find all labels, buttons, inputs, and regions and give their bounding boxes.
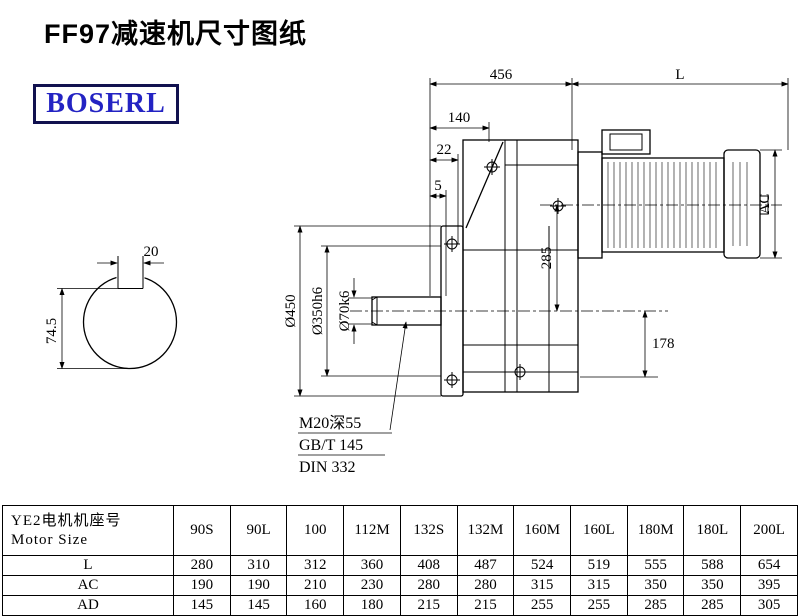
- dim-285-label: 285: [539, 247, 555, 270]
- dim-value-cell: 305: [740, 595, 798, 616]
- row-label: AC: [2, 575, 174, 596]
- dim-value-cell: 312: [286, 555, 345, 576]
- table-header-en: Motor Size: [11, 531, 89, 548]
- column-header: 180M: [626, 505, 685, 556]
- motor-fins: [607, 162, 717, 248]
- dim-22-label: 22: [437, 142, 452, 158]
- dim-value-cell: 350: [683, 575, 742, 596]
- column-header: 160M: [513, 505, 572, 556]
- tap-std1-label: GB/T 145: [299, 437, 363, 454]
- dim-value-cell: 280: [399, 575, 458, 596]
- dim-value-cell: 145: [229, 595, 288, 616]
- dia-450-label: Ø450: [283, 294, 299, 327]
- dim-value-cell: 519: [570, 555, 628, 576]
- dim-value-cell: 160: [286, 595, 345, 616]
- dim-value-cell: 555: [626, 555, 685, 576]
- dim-456-label: 456: [490, 67, 513, 83]
- dim-value-cell: 315: [513, 575, 572, 596]
- shaft-section-detail: [57, 256, 178, 370]
- row-label: AD: [2, 595, 174, 616]
- dim-value-cell: 280: [173, 555, 231, 576]
- dimension-lines: [297, 81, 789, 456]
- tap-spec-label: M20深55: [299, 414, 361, 432]
- bolt-hole-icon: [444, 372, 460, 388]
- column-header: 90L: [229, 505, 288, 556]
- dim-value-cell: 280: [456, 575, 515, 596]
- reducer-dimension-drawing: 456 L 140 22 5 AC 285 178 Ø450 Ø350h6 Ø7…: [44, 67, 789, 476]
- row-label: L: [2, 555, 174, 576]
- tap-leader-line: [389, 321, 408, 431]
- dim-value-cell: 588: [683, 555, 742, 576]
- column-header: 180L: [683, 505, 742, 556]
- dim-140-label: 140: [448, 110, 471, 126]
- dim-value-cell: 190: [229, 575, 288, 596]
- dim-value-cell: 215: [399, 595, 458, 616]
- column-header: 132S: [399, 505, 458, 556]
- table-header-cn: YE2电机机座号: [11, 512, 122, 529]
- dim-value-cell: 255: [570, 595, 628, 616]
- bolt-hole-icon: [484, 159, 500, 175]
- section-height-label: 74.5: [44, 318, 60, 344]
- dim-L-label: L: [675, 67, 684, 83]
- dim-value-cell: 360: [343, 555, 401, 576]
- centerlines: [350, 204, 782, 312]
- dia-350h6-label: Ø350h6: [310, 286, 326, 335]
- dim-value-cell: 487: [456, 555, 515, 576]
- dim-AC-label: AC: [757, 194, 773, 215]
- boserl-logo: BOSERL: [33, 84, 179, 124]
- dim-value-cell: 408: [399, 555, 458, 576]
- column-header: 132M: [456, 505, 515, 556]
- dim-value-cell: 285: [626, 595, 685, 616]
- extension-lines: [294, 78, 789, 397]
- dim-value-cell: 310: [229, 555, 288, 576]
- column-header: 100: [286, 505, 345, 556]
- column-header: 90S: [173, 505, 231, 556]
- dim-value-cell: 180: [343, 595, 401, 616]
- motor: [577, 129, 769, 259]
- dim-value-cell: 315: [570, 575, 628, 596]
- terminal-box: [601, 129, 651, 155]
- dim-value-cell: 395: [740, 575, 798, 596]
- dim-value-cell: 285: [683, 595, 742, 616]
- dim-value-cell: 215: [456, 595, 515, 616]
- boserl-logo-text: BOSERL: [46, 88, 166, 119]
- column-header: 200L: [740, 505, 798, 556]
- dim-value-cell: 230: [343, 575, 401, 596]
- page-title: FF97减速机尺寸图纸: [44, 19, 308, 49]
- tap-std2-label: DIN 332: [299, 459, 355, 476]
- key-width-label: 20: [144, 244, 159, 260]
- dim-178-label: 178: [652, 336, 675, 352]
- dim-value-cell: 190: [173, 575, 231, 596]
- bolt-hole-icon: [444, 236, 460, 252]
- dim-value-cell: 654: [740, 555, 798, 576]
- dim-value-cell: 350: [626, 575, 685, 596]
- bolt-hole-icons: [444, 159, 566, 388]
- dim-value-cell: 145: [173, 595, 231, 616]
- bolt-hole-icon: [512, 364, 528, 380]
- dim-5-label: 5: [434, 178, 442, 194]
- column-header: 160L: [570, 505, 628, 556]
- column-header: 112M: [343, 505, 401, 556]
- dia-70k6-label: Ø70k6: [337, 290, 353, 331]
- dim-value-cell: 210: [286, 575, 345, 596]
- gearbox-housing: [462, 139, 579, 393]
- dim-value-cell: 255: [513, 595, 572, 616]
- dim-value-cell: 524: [513, 555, 572, 576]
- fan-cowl: [723, 149, 761, 259]
- table-corner-cell: YE2电机机座号 Motor Size: [2, 505, 174, 556]
- bolt-hole-icon: [550, 198, 566, 214]
